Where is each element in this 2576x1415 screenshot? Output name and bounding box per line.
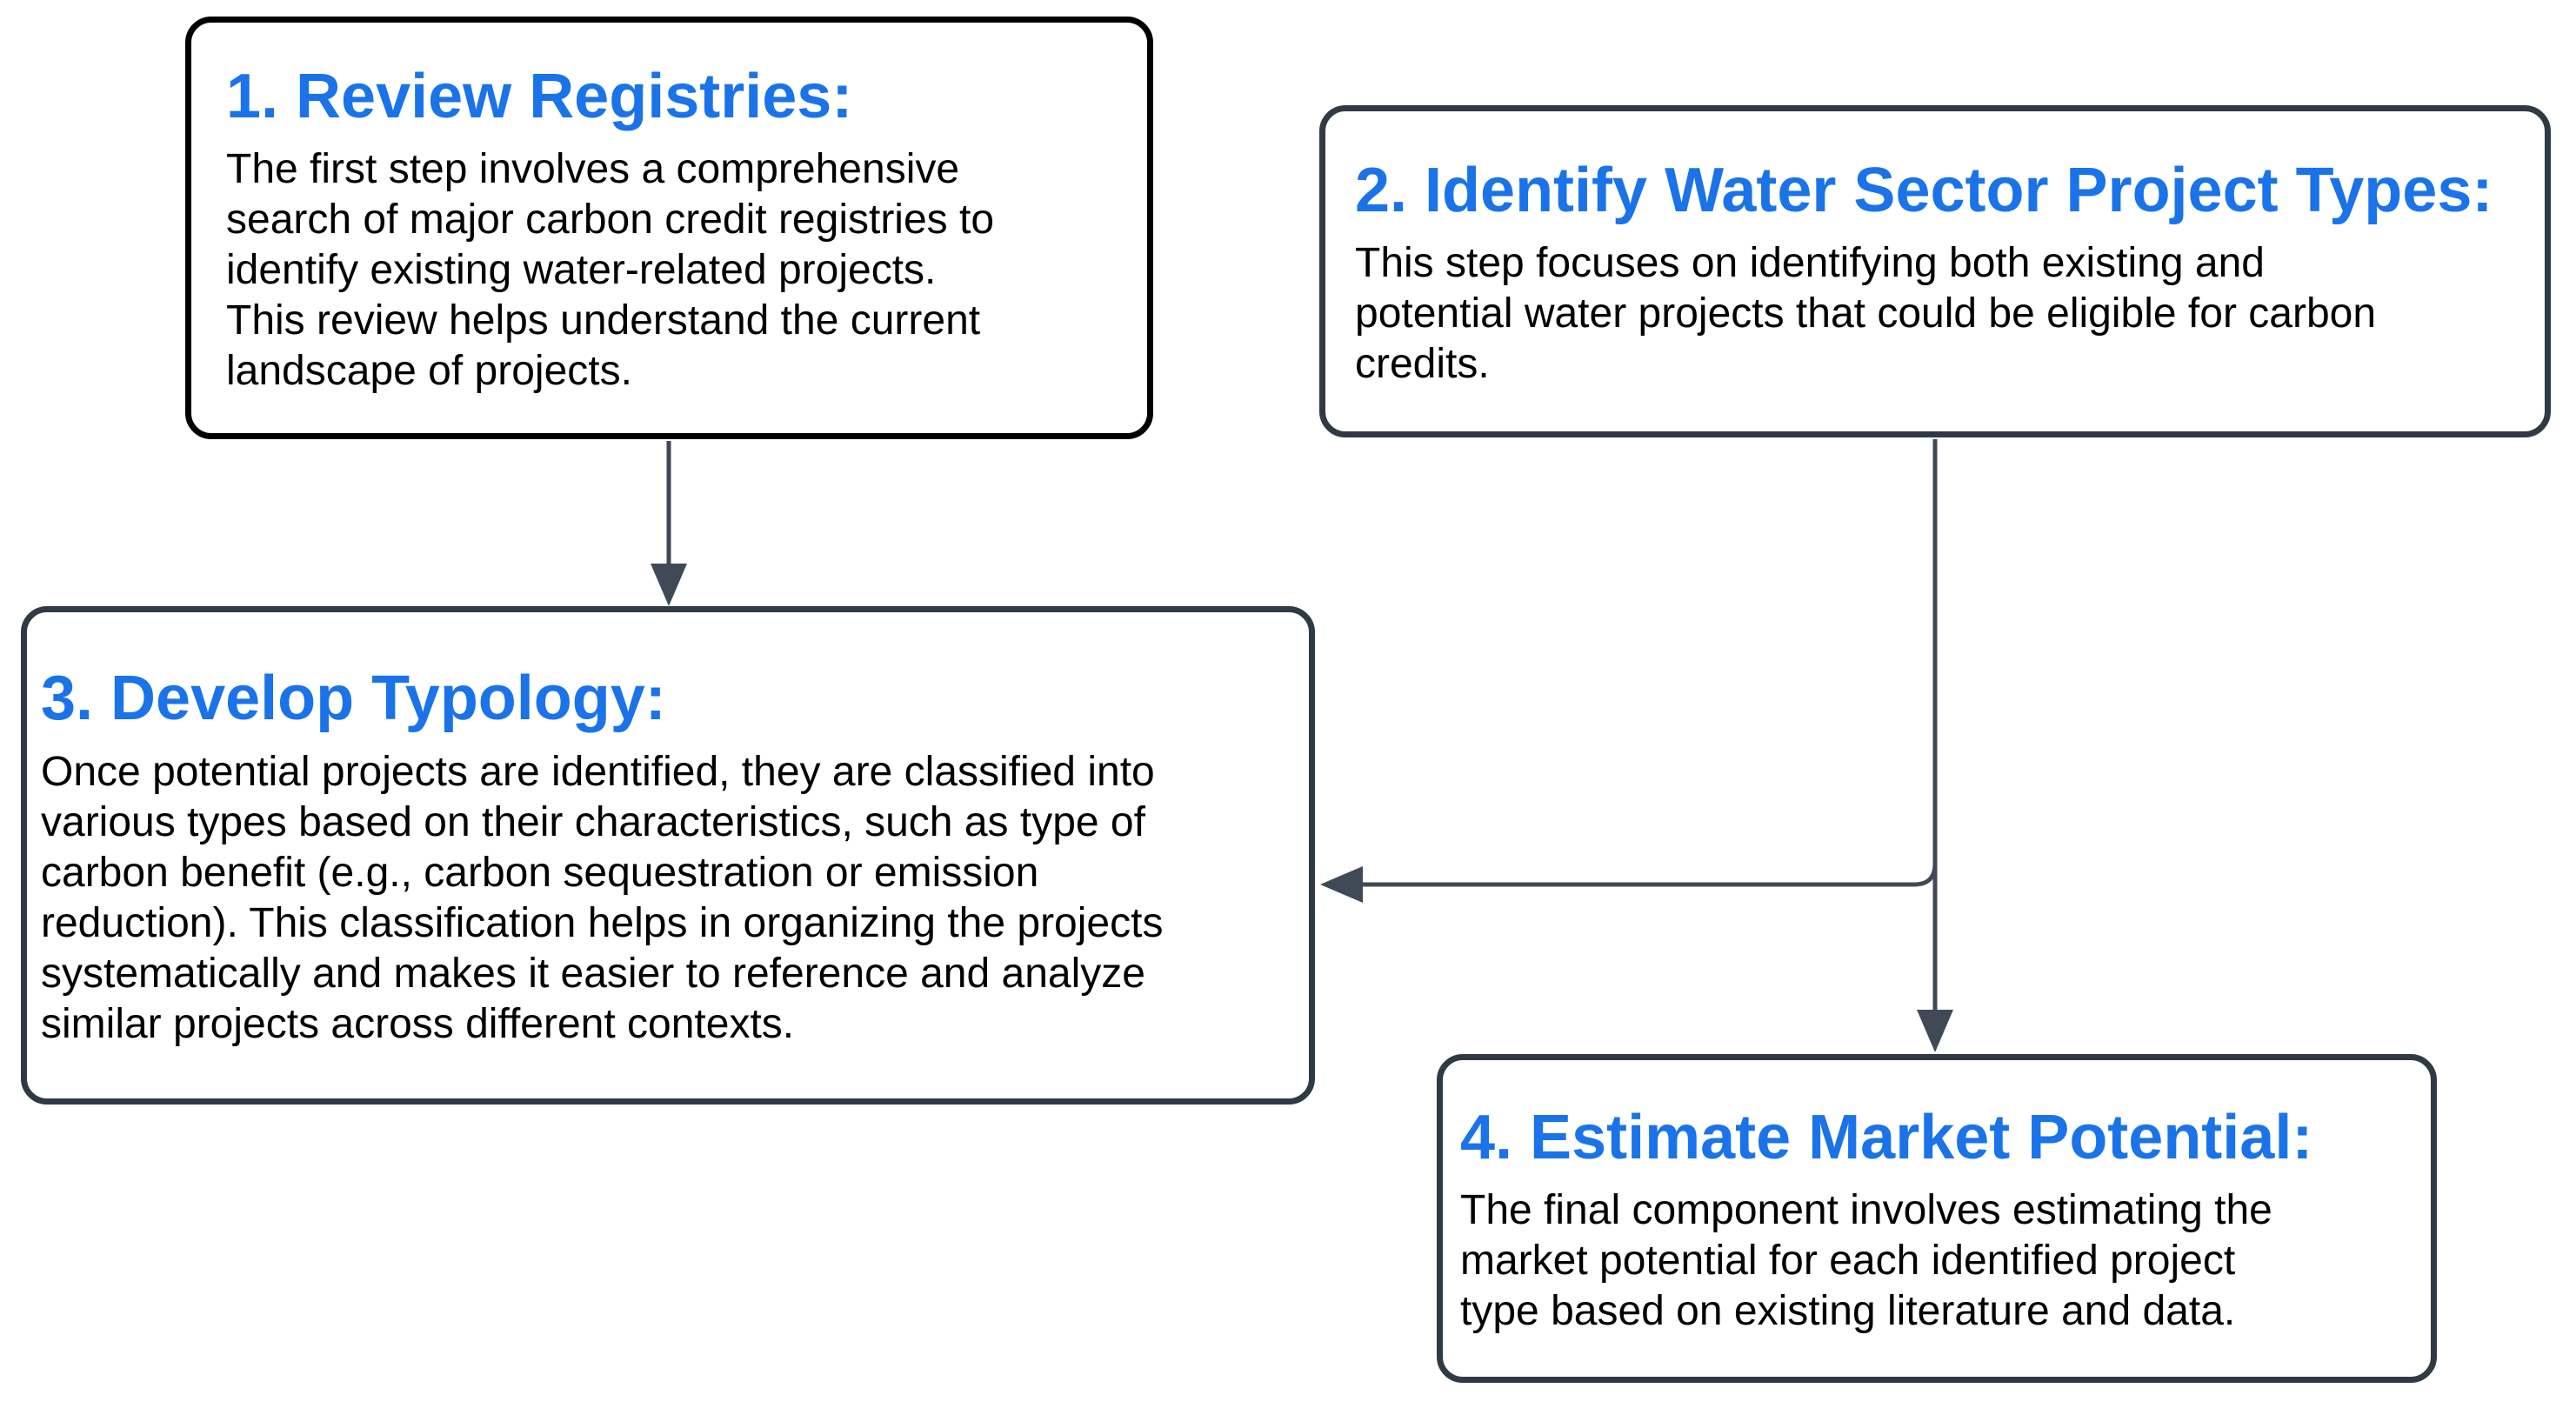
arrowhead-down-icon (651, 564, 687, 606)
arrow-review-registries-to-develop-typology (651, 441, 687, 606)
node-title: 2. Identify Water Sector Project Types: (1355, 155, 2493, 225)
node-identify-water-sector-project-types: 2. Identify Water Sector Project Types: … (1319, 105, 2551, 437)
node-develop-typology: 3. Develop Typology: Once potential proj… (21, 606, 1315, 1105)
node-description: Once potential projects are identified, … (41, 748, 1164, 1047)
arrow-identify-types-to-develop-typology (1320, 863, 1938, 903)
arrowhead-left-icon (1320, 866, 1363, 903)
node-estimate-market-potential: 4. Estimate Market Potential: The final … (1437, 1054, 2437, 1383)
node-review-registries: 1. Review Registries: The first step inv… (185, 17, 1153, 439)
node-title: 1. Review Registries: (226, 61, 853, 131)
node-description: The first step involves a comprehensive … (226, 146, 995, 395)
arrow-identify-types-to-estimate-market-potential (1917, 439, 1953, 1052)
node-title: 3. Develop Typology: (41, 664, 666, 734)
node-description: This step focuses on identifying both ex… (1355, 240, 2377, 388)
node-description: The final component involves estimating … (1460, 1187, 2272, 1335)
arrowhead-down-icon (1917, 1010, 1953, 1052)
node-title: 4. Estimate Market Potential: (1460, 1102, 2313, 1172)
